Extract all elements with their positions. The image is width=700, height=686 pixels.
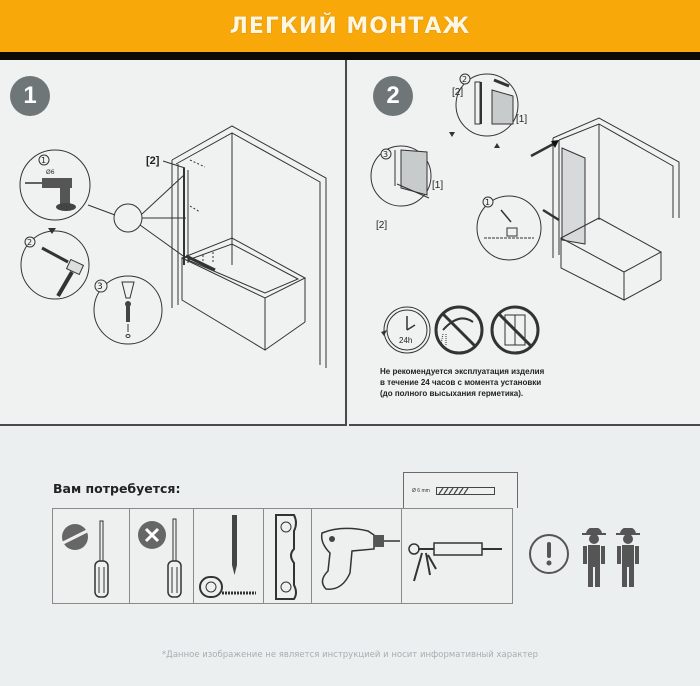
svg-text:24h: 24h [399, 336, 412, 345]
note-line: Не рекомендуется эксплуатация изделия [380, 367, 545, 376]
header-banner: ЛЕГКИЙ МОНТАЖ [0, 0, 700, 52]
svg-text:2: 2 [462, 75, 467, 84]
step-1-badge: 1 [10, 76, 50, 116]
header-divider [0, 52, 700, 60]
phillips-screwdriver-icon [138, 518, 182, 598]
drill-bit-icon [435, 486, 495, 495]
spirit-level-icon [275, 514, 297, 600]
svg-text:[1]: [1] [516, 114, 527, 125]
flat-screwdriver-icon [62, 520, 109, 598]
profile-insert-detail-icon [455, 73, 519, 137]
svg-text:[2]: [2] [146, 155, 160, 167]
warning-two-people [528, 527, 648, 592]
no-door-use-icon [490, 305, 540, 355]
svg-text:2: 2 [27, 238, 32, 247]
drill-bit-size: Ø 6 mm [412, 487, 430, 494]
step-2-panel: 2 2 [349, 60, 700, 426]
detail-hub-icon [113, 203, 143, 233]
tool-flat-screwdriver [53, 509, 130, 603]
svg-text:1: 1 [41, 156, 46, 165]
curing-warning-note: Не рекомендуется эксплуатация изделия в … [380, 366, 620, 399]
drill-bit-size-box: Ø 6 mm [403, 472, 518, 508]
drill-detail-icon [19, 149, 91, 221]
svg-text:3: 3 [383, 150, 388, 159]
anchor-hammer-detail-icon [20, 230, 90, 300]
tool-caulking-gun [402, 509, 512, 603]
tool-phillips-screwdriver [130, 509, 194, 603]
tools-required-label: Вам потребуется: [53, 481, 181, 496]
tool-level [264, 509, 312, 603]
bathroom-wall-icon [171, 125, 327, 368]
caulking-gun-icon [408, 542, 502, 582]
pencil-and-tape-measure-icon [199, 515, 256, 598]
step-2-illustration: 2 [2] [1] 3 [1] [2] 1 [370, 73, 680, 355]
svg-text:3: 3 [97, 282, 103, 292]
sealant-detail-icon [476, 195, 542, 261]
svg-text:1: 1 [485, 198, 490, 207]
bathroom-with-glass-screen-icon [552, 117, 680, 301]
step-2-badge: 2 [373, 76, 413, 116]
power-drill-icon [320, 527, 400, 590]
clock-24h-icon: 24h [381, 306, 431, 354]
svg-text:[1]: [1] [432, 180, 443, 191]
tools-list [52, 508, 513, 604]
two-people-required-icon [529, 527, 640, 587]
svg-text:Ø6: Ø6 [46, 169, 55, 176]
person-icon [616, 527, 640, 587]
step-1-illustration: [2] 1 Ø6 2 [19, 125, 327, 368]
svg-text:[2]: [2] [452, 87, 463, 98]
no-shower-icon [434, 305, 484, 355]
tool-drill [312, 509, 402, 603]
disclaimer: *Данное изображение не является инструкц… [161, 650, 539, 660]
screw-detail-icon [93, 275, 163, 345]
note-line: в течение 24 часов с момента установки [380, 378, 542, 387]
svg-text:[2]: [2] [376, 220, 387, 231]
note-line: (до полного высыхания герметика). [380, 389, 524, 398]
step-1-panel: 1 [0, 60, 347, 426]
person-icon [582, 527, 606, 587]
exclamation-icon [529, 534, 569, 574]
glass-in-profile-detail-icon [370, 145, 432, 207]
page-title: ЛЕГКИЙ МОНТАЖ [229, 13, 471, 39]
tool-pencil-tape-measure [194, 509, 264, 603]
